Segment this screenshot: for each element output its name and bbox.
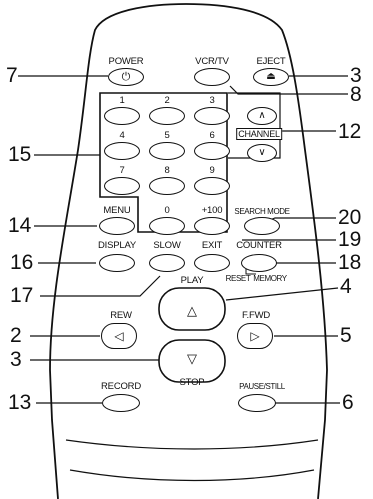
plus100-button[interactable] [194,217,230,235]
eject-icon: ⏏ [266,71,276,82]
play-button-shape [158,287,226,331]
slow-label: SLOW [153,240,181,251]
digit-6-label: 6 [209,130,215,141]
counter-button[interactable] [241,254,277,272]
digit-0-label: 0 [164,205,170,216]
callout-stop: 3 [10,348,22,371]
rew-button[interactable]: ◁ [101,323,137,349]
digit-5-button[interactable] [149,142,185,160]
chevron-up-icon: ∧ [258,110,266,121]
power-label: POWER [108,56,144,67]
rew-label: REW [110,310,132,321]
vcr-tv-label: VCR/TV [195,56,229,67]
digit-1-label: 1 [119,95,125,106]
rewind-triangle-icon: ◁ [114,329,124,343]
record-label: RECORD [101,381,141,392]
chevron-down-icon: ∨ [258,147,266,158]
record-button[interactable] [102,394,140,412]
digit-2-label: 2 [164,95,170,106]
slow-button[interactable] [149,254,185,272]
remote-body-outline [49,3,328,499]
power-icon: ⏻ [121,71,131,83]
plus100-label: +100 [201,205,223,216]
eject-button[interactable]: ⏏ [253,68,289,86]
channel-down-button[interactable]: ∨ [247,144,277,162]
callout-eject: 3 [350,64,362,87]
menu-label: MENU [103,205,131,216]
pause-still-button[interactable] [238,394,276,412]
callout-rew: 2 [10,324,22,347]
digit-7-label: 7 [119,165,125,176]
digit-4-button[interactable] [104,142,140,160]
callout-pause-still: 6 [342,391,354,414]
exit-button[interactable] [194,254,230,272]
stop-triangle-icon: ▽ [187,350,197,366]
digit-7-button[interactable] [104,177,140,195]
display-label: DISPLAY [97,240,137,251]
callout-counter-memory: 18 [338,251,362,274]
reset-memory-bracket [245,268,256,275]
stop-button-shape [158,339,226,383]
remote-lower-curve [65,439,319,450]
leader-slow [40,275,161,297]
display-button[interactable] [99,254,135,272]
callout-exit: 19 [338,228,362,251]
callout-channel: 12 [338,120,362,143]
ffwd-button[interactable]: ▷ [237,323,273,349]
play-triangle-icon: △ [187,303,197,319]
digit-5-label: 5 [164,130,170,141]
callout-search-mode: 20 [338,206,362,229]
reset-label: RESET [225,274,251,283]
vcr-tv-button[interactable] [194,68,230,86]
digit-3-button[interactable] [194,107,230,125]
number-pad-bracket [99,92,228,233]
callout-power: 7 [6,64,18,87]
counter-label: COUNTER [236,240,282,251]
remote-lower-curve-2 [69,469,315,482]
exit-label: EXIT [201,240,223,251]
pause-still-label: PAUSE/STILL [239,382,285,391]
digit-1-button[interactable] [104,107,140,125]
play-button[interactable]: △ [159,288,225,330]
callout-menu: 14 [8,214,32,237]
digit-6-button[interactable] [194,142,230,160]
ffwd-label: F.FWD [241,310,271,321]
stop-button[interactable]: ▽ [159,340,225,382]
digit-9-button[interactable] [194,177,230,195]
leader-play [225,287,339,301]
digit-8-button[interactable] [149,177,185,195]
search-mode-button[interactable] [244,217,280,235]
digit-3-label: 3 [209,95,215,106]
stop-label: STOP [179,377,205,388]
search-mode-label: SEARCH MODE [234,207,290,216]
leader-vcr-tv [229,85,348,95]
digit-8-label: 8 [164,165,170,176]
callout-slow: 17 [10,284,34,307]
digit-2-button[interactable] [149,107,185,125]
power-button[interactable]: ⏻ [108,68,144,86]
menu-button[interactable] [99,217,135,235]
channel-up-button[interactable]: ∧ [247,107,277,125]
callout-record: 13 [8,391,32,414]
eject-label: EJECT [256,56,286,67]
fast-forward-triangle-icon: ▷ [250,329,260,343]
channel-label: CHANNEL [236,128,282,140]
digit-0-button[interactable] [149,217,185,235]
callout-ffwd: 5 [340,324,352,347]
play-label: PLAY [180,275,204,286]
digit-9-label: 9 [209,165,215,176]
callout-number-buttons: 15 [8,143,32,166]
callout-display: 16 [10,251,34,274]
callout-play: 4 [340,275,352,298]
callout-vcr-tv: 8 [350,83,362,106]
memory-label: MEMORY [253,274,287,283]
digit-4-label: 4 [119,130,125,141]
